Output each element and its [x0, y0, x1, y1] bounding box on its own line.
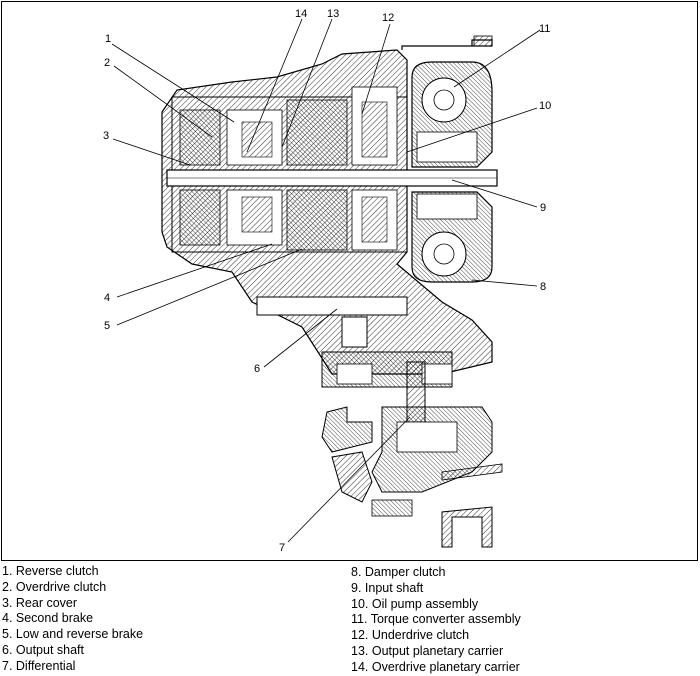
diagram-frame: 1 2 3 4 5 6 7 8 9 10 11 12 13 14	[1, 1, 698, 561]
leader-lines	[111, 18, 541, 543]
callout-1: 1	[105, 33, 111, 45]
legend-item: 2. Overdrive clutch	[2, 579, 107, 594]
legend-item: 11. Torque converter assembly	[351, 612, 521, 627]
legend-right-column: 8. Damper clutch 9. Input shaft 10. Oil …	[351, 565, 521, 676]
legend-item: 13. Output planetary carrier	[351, 643, 504, 658]
torque-converter	[411, 61, 493, 283]
callout-14: 14	[295, 8, 307, 20]
callout-5: 5	[104, 320, 110, 332]
callout-9: 9	[540, 202, 546, 214]
legend-item: 14. Overdrive planetary carrier	[351, 659, 520, 674]
legend-item: 9. Input shaft	[351, 580, 424, 595]
input-shaft	[166, 169, 498, 187]
callout-12: 12	[382, 12, 394, 24]
callout-11: 11	[539, 23, 550, 35]
legend-item: 3. Rear cover	[2, 595, 78, 610]
legend-left-column: 1. Reverse clutch 2. Overdrive clutch 3.…	[2, 564, 143, 675]
callout-13: 13	[327, 8, 339, 20]
legend-item: 6. Output shaft	[2, 642, 84, 657]
differential	[321, 361, 503, 548]
callout-4: 4	[104, 292, 110, 304]
callout-7: 7	[279, 542, 285, 554]
legend-item: 10. Oil pump assembly	[351, 596, 479, 611]
callout-3: 3	[103, 130, 109, 142]
callout-2: 2	[104, 57, 110, 69]
top-bracket	[401, 35, 493, 50]
callout-8: 8	[540, 281, 546, 293]
legend-item: 7. Differential	[2, 658, 76, 673]
output-shaft-assembly	[256, 296, 453, 388]
legend-item: 1. Reverse clutch	[2, 564, 99, 578]
legend-item: 5. Low and reverse brake	[2, 627, 144, 642]
callout-6: 6	[254, 363, 260, 375]
legend-item: 4. Second brake	[2, 611, 94, 626]
legend-item: 8. Damper clutch	[351, 565, 446, 579]
callout-labels: 1 2 3 4 5 6 7 8 9 10 11 12 13 14	[103, 8, 551, 554]
legend-item: 12. Underdrive clutch	[351, 628, 470, 643]
transaxle-cross-section-diagram: 1 2 3 4 5 6 7 8 9 10 11 12 13 14	[103, 8, 551, 554]
callout-10: 10	[539, 100, 551, 112]
